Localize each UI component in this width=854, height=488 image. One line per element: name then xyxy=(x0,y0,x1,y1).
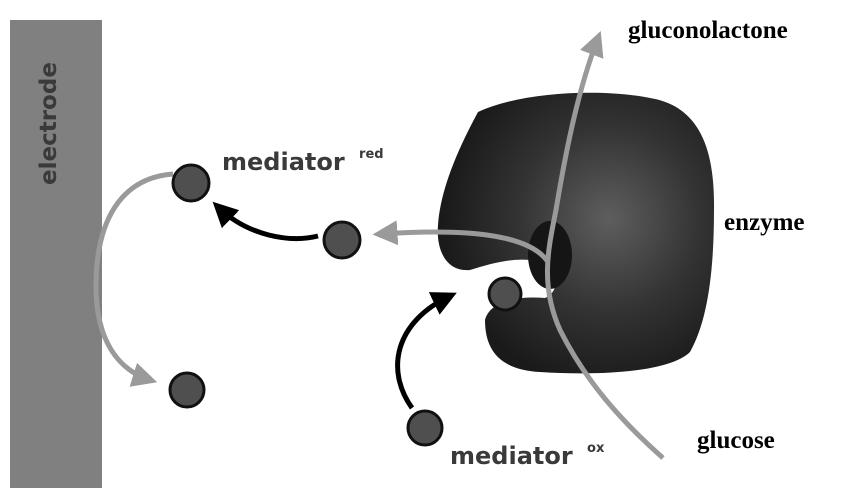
mediator-to-red-arrow xyxy=(218,207,318,239)
mediator-enzyme-circle xyxy=(489,278,521,310)
mediator-electrode-circle xyxy=(170,373,204,407)
electrode-redox-arrow xyxy=(96,174,173,380)
glucose-label: glucose xyxy=(697,427,775,454)
mediator-red-circle xyxy=(173,165,209,201)
mediator-red-label: mediator red xyxy=(222,147,384,176)
mediator-center-circle xyxy=(324,222,360,258)
mediator-ox-label: mediator ox xyxy=(450,441,605,470)
enzyme-label: enzyme xyxy=(724,209,805,236)
mediator-ox-superscript: ox xyxy=(587,441,605,456)
mediator-red-superscript: red xyxy=(359,147,384,162)
mediator-ox-circle xyxy=(408,411,442,445)
electrode-label: electrode xyxy=(36,62,62,185)
gluconolactone-label: gluconolactone xyxy=(628,17,788,44)
mediator-ox-to-enzyme-arrow xyxy=(398,296,450,408)
